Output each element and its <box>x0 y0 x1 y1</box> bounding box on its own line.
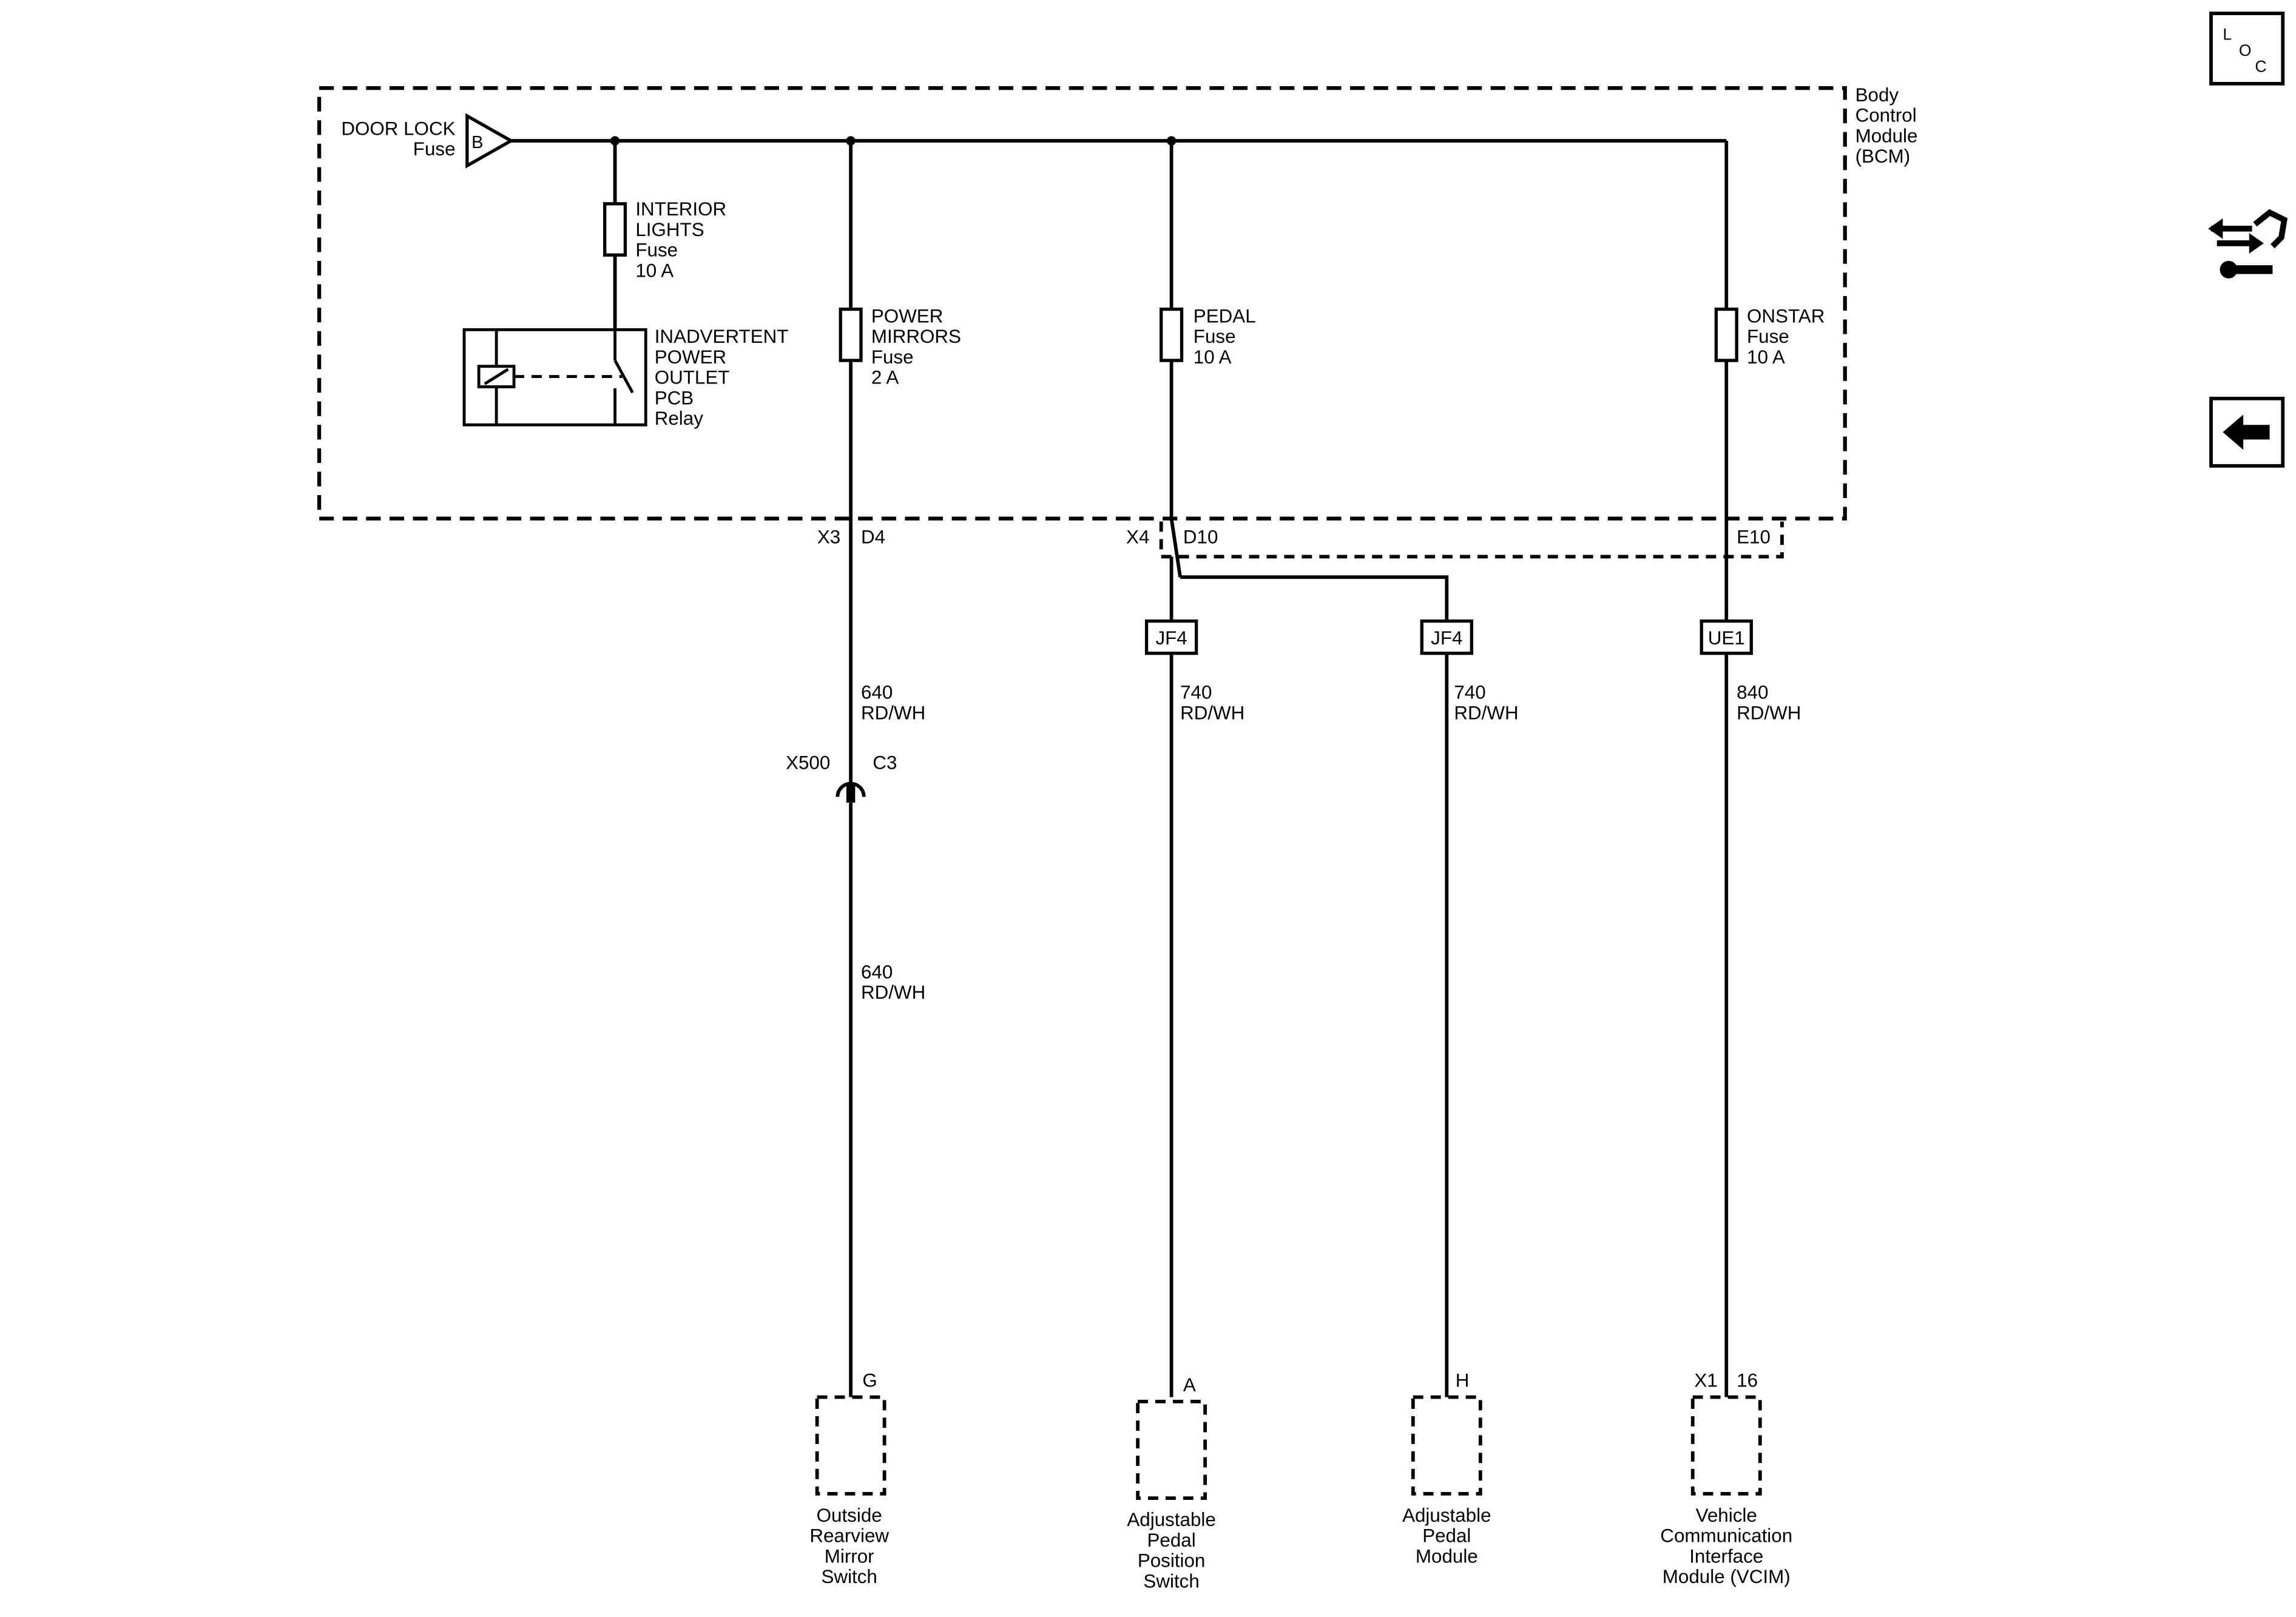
splice-pack-jf4-b-label: JF4 <box>1431 627 1462 649</box>
wire-640-upper-circuit: 640 <box>861 682 893 703</box>
supply-pin: B <box>471 133 483 152</box>
pin-a: A <box>1183 1374 1196 1396</box>
splice-pack-ue1-label: UE1 <box>1708 627 1745 649</box>
bcm-label-3: Module <box>1855 125 1918 146</box>
adjustable-pedal-position-switch <box>1136 1399 1207 1501</box>
onstar-fuse-label-3: 10 A <box>1747 346 1785 368</box>
interior-lights-fuse-label-3: Fuse <box>635 240 678 261</box>
adjustable-pedal-module <box>1411 1395 1482 1496</box>
interior-lights-fuse-label-4: 10 A <box>635 260 674 281</box>
relay-label-4: PCB <box>655 387 694 408</box>
connector-x500: X500 <box>786 752 830 773</box>
splice-pack-jf4-a <box>1144 619 1198 655</box>
pedal-module-label-2: Pedal <box>1422 1525 1471 1547</box>
pin-h: H <box>1456 1370 1470 1391</box>
door-lock-supply-triangle <box>465 113 515 169</box>
relay-label-3: OUTLET <box>655 367 730 388</box>
interior-lights-fuse-label-2: LIGHTS <box>635 219 704 240</box>
outside-rearview-mirror-switch <box>815 1395 886 1496</box>
x4-connector-housing <box>1159 521 1784 559</box>
wire-740-b-circuit: 740 <box>1454 682 1485 703</box>
pin-x1: X1 <box>1694 1370 1717 1391</box>
loc-letter-c: C <box>2255 58 2266 76</box>
interior-lights-fuse <box>603 202 627 257</box>
vcim-label-4: Module (VCIM) <box>1663 1566 1791 1587</box>
vcim-label-3: Interface <box>1689 1545 1763 1567</box>
location-button-frame[interactable] <box>2209 12 2285 86</box>
pedal-module-wire <box>1180 575 1449 1397</box>
door-lock-label: DOOR LOCK <box>341 118 455 139</box>
relay-box <box>462 328 647 427</box>
interior-lights-fuse-label-1: INTERIOR <box>635 198 726 220</box>
wire-740-a-circuit: 740 <box>1180 682 1212 703</box>
pedal-fuse-label-1: PEDAL <box>1194 305 1256 326</box>
location-button[interactable]: L O C <box>2209 12 2285 86</box>
relay-label-5: Relay <box>655 408 703 429</box>
mirror-switch-label-4: Switch <box>822 1566 877 1587</box>
x500-male-terminal-icon <box>846 785 856 803</box>
connector-x3: X3 <box>817 527 840 548</box>
connector-e10: E10 <box>1737 527 1771 548</box>
power-mirrors-fuse <box>839 307 863 362</box>
pedal-module-label-1: Adjustable <box>1402 1505 1491 1526</box>
relay-label-2: POWER <box>655 346 726 368</box>
pedal-switch-label-1: Adjustable <box>1127 1509 1215 1530</box>
mirror-switch-label-1: Outside <box>817 1505 882 1526</box>
door-lock-fuse-label: Fuse <box>413 138 456 160</box>
pedal-module-label-3: Module <box>1416 1545 1478 1567</box>
wire-740-a-color: RD/WH <box>1180 702 1244 723</box>
splice-pack-jf4-b <box>1420 619 1473 655</box>
splice-pack-ue1 <box>1700 619 1753 655</box>
power-mirrors-fuse-label-3: Fuse <box>871 346 914 368</box>
power-mirrors-fuse-label-4: 2 A <box>871 367 899 388</box>
loc-letter-l: L <box>2223 25 2232 44</box>
connector-repair-icon <box>2208 209 2288 279</box>
connector-d4: D4 <box>861 527 885 548</box>
loc-letter-o: O <box>2239 41 2252 59</box>
connector-d10: D10 <box>1183 527 1218 548</box>
onstar-fuse-label-1: ONSTAR <box>1747 305 1825 326</box>
connector-c3: C3 <box>873 752 897 773</box>
mirror-switch-label-2: Rearview <box>809 1525 889 1547</box>
location-icon: L O C <box>2223 25 2266 76</box>
bcm-label-2: Control <box>1855 105 1917 126</box>
wire-840-circuit: 840 <box>1737 682 1768 703</box>
wire-640-lower-circuit: 640 <box>861 961 893 982</box>
bcm-label-4: (BCM) <box>1855 146 1911 167</box>
pedal-switch-label-4: Switch <box>1143 1570 1199 1592</box>
connector-repair-button[interactable] <box>2208 209 2288 279</box>
back-button[interactable] <box>2209 396 2285 468</box>
x500-female-terminal-icon <box>836 781 866 797</box>
mirror-switch-label-3: Mirror <box>825 1545 874 1567</box>
pedal-switch-label-3: Position <box>1138 1550 1206 1571</box>
pedal-switch-label-2: Pedal <box>1147 1530 1196 1551</box>
back-arrow-icon <box>2223 414 2270 450</box>
bcm-boundary <box>317 86 1847 521</box>
pedal-wire-jog <box>1169 518 1182 578</box>
relay-switch-arm-icon <box>613 359 634 394</box>
wire-640-lower-color: RD/WH <box>861 982 925 1003</box>
pedal-fuse-label-3: 10 A <box>1194 346 1232 368</box>
wire-640-upper-color: RD/WH <box>861 702 925 723</box>
pin-g: G <box>862 1370 877 1391</box>
vcim-label-1: Vehicle <box>1696 1505 1757 1526</box>
onstar-fuse-label-2: Fuse <box>1747 326 1789 347</box>
bcm-label-1: Body <box>1855 84 1899 106</box>
pin-16: 16 <box>1737 1370 1758 1391</box>
power-mirrors-fuse-label-2: MIRRORS <box>871 326 961 347</box>
power-mirrors-fuse-label-1: POWER <box>871 305 943 326</box>
vehicle-communication-interface-module <box>1690 1395 1762 1496</box>
onstar-fuse <box>1714 307 1738 362</box>
pedal-fuse-label-2: Fuse <box>1194 326 1236 347</box>
wire-740-b-color: RD/WH <box>1454 702 1518 723</box>
relay-coil-diagonal <box>484 368 509 385</box>
splice-pack-jf4-a-label: JF4 <box>1155 627 1187 649</box>
pedal-fuse <box>1160 307 1184 362</box>
connector-x4: X4 <box>1126 527 1149 548</box>
wire-840-color: RD/WH <box>1737 702 1801 723</box>
relay-label-1: INADVERTENT <box>655 326 789 347</box>
vcim-label-2: Communication <box>1660 1525 1792 1547</box>
